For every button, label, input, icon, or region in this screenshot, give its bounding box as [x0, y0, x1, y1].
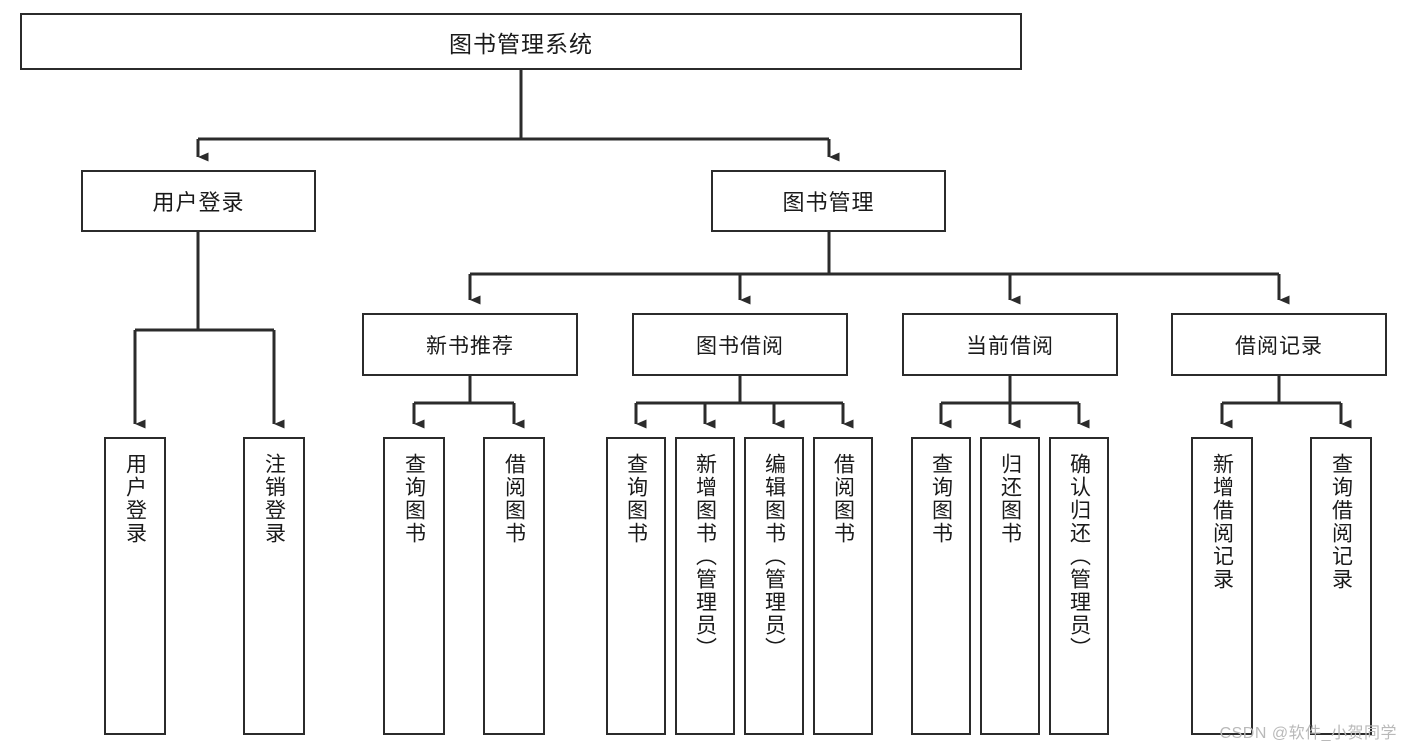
leaf-user-login[interactable]: 用户登录 [104, 437, 166, 735]
node-label: 图书管理 [782, 190, 875, 215]
leaf-query-borrow-record[interactable]: 查询借阅记录 [1310, 437, 1372, 735]
leaf-label: 归还图书 [998, 453, 1022, 545]
node-current-borrow[interactable]: 当前借阅 [902, 313, 1118, 376]
leaf-query-book-current[interactable]: 查询图书 [911, 437, 971, 735]
leaf-borrow-book-recommend[interactable]: 借阅图书 [483, 437, 545, 735]
node-borrow-record[interactable]: 借阅记录 [1171, 313, 1387, 376]
leaf-edit-book-admin[interactable]: 编辑图书（管理员） [744, 437, 804, 735]
leaf-label: 新增借阅记录 [1210, 453, 1234, 591]
leaf-label: 确认归还（管理员） [1067, 453, 1091, 660]
node-label: 图书借阅 [696, 334, 784, 358]
leaf-confirm-return-admin[interactable]: 确认归还（管理员） [1049, 437, 1109, 735]
node-new-book-recommend[interactable]: 新书推荐 [362, 313, 578, 376]
leaf-label: 查询图书 [624, 453, 648, 545]
leaf-label: 借阅图书 [831, 453, 855, 545]
csdn-watermark: CSDN @软件_小贺同学 [1219, 725, 1397, 742]
leaf-label: 查询借阅记录 [1329, 453, 1353, 591]
leaf-add-borrow-record[interactable]: 新增借阅记录 [1191, 437, 1253, 735]
leaf-return-book[interactable]: 归还图书 [980, 437, 1040, 735]
node-book-borrow[interactable]: 图书借阅 [632, 313, 848, 376]
leaf-label: 新增图书（管理员） [693, 453, 717, 660]
node-label: 用户登录 [152, 190, 245, 215]
node-book-management[interactable]: 图书管理 [711, 170, 946, 232]
leaf-label: 编辑图书（管理员） [762, 453, 786, 660]
node-label: 新书推荐 [426, 334, 514, 358]
leaf-label: 查询图书 [929, 453, 953, 545]
node-root-system[interactable]: 图书管理系统 [20, 13, 1022, 70]
node-label: 当前借阅 [966, 334, 1054, 358]
node-user-login[interactable]: 用户登录 [81, 170, 316, 232]
leaf-label: 借阅图书 [502, 453, 526, 545]
leaf-label: 查询图书 [402, 453, 426, 545]
leaf-add-book-admin[interactable]: 新增图书（管理员） [675, 437, 735, 735]
node-label: 图书管理系统 [449, 30, 593, 57]
node-label: 借阅记录 [1235, 334, 1323, 358]
leaf-label: 注销登录 [262, 453, 286, 545]
leaf-query-book-recommend[interactable]: 查询图书 [383, 437, 445, 735]
leaf-logout[interactable]: 注销登录 [243, 437, 305, 735]
leaf-borrow-book[interactable]: 借阅图书 [813, 437, 873, 735]
leaf-query-book-borrow[interactable]: 查询图书 [606, 437, 666, 735]
leaf-label: 用户登录 [123, 453, 147, 545]
